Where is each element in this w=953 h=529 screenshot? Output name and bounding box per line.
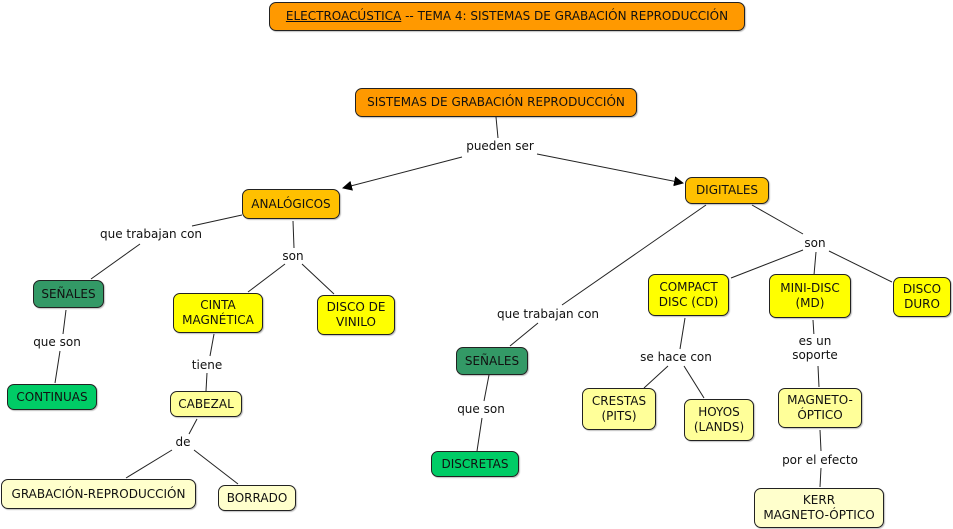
concept-magneto-optico[interactable]: MAGNETO- ÓPTICO [778, 388, 862, 428]
link-label-es-un-soporte: es un soporte [791, 334, 839, 362]
concept-senales-analogicas[interactable]: SEÑALES [33, 280, 104, 308]
link-son-cinta [247, 263, 286, 293]
link-queson-discretas [476, 417, 483, 452]
link-digitales-son [751, 204, 804, 235]
link-analogicos-trabajan [191, 214, 243, 227]
concept-disco-vinilo[interactable]: DISCO DE VINILO [317, 295, 395, 335]
link-queson-continuas [54, 350, 61, 384]
link-sehace-hoyos [683, 365, 705, 399]
link-label-por-el-efecto: por el efecto [781, 453, 859, 467]
link-label-son-digitales: son [803, 236, 827, 250]
link-root-pueden [495, 116, 499, 139]
electroacustica-link[interactable]: ELECTROACÚSTICA [285, 9, 402, 23]
link-cinta-tiene [209, 333, 215, 357]
link-trabajan-senales [90, 243, 141, 280]
concept-compact-disc[interactable]: COMPACT DISC (CD) [648, 274, 729, 316]
concept-disco-duro[interactable]: DISCO DURO [893, 277, 951, 317]
link-analogicos-son [292, 220, 295, 249]
link-digitales-trabajan [561, 204, 707, 306]
concept-cabezal[interactable]: CABEZAL [170, 391, 242, 417]
link-label-de: de [174, 435, 192, 449]
concept-mini-disc[interactable]: MINI-DISC (MD) [769, 274, 851, 318]
concept-digitales[interactable]: DIGITALES [685, 177, 769, 204]
link-label-trabajan-digitales: que trabajan con [495, 307, 601, 321]
link-label-tiene: tiene [190, 358, 224, 372]
concept-discretas[interactable]: DISCRETAS [431, 451, 519, 477]
link-son-md [813, 251, 817, 276]
link-md-soporte [812, 319, 815, 337]
header-title-box: ELECTROACÚSTICA -- TEMA 4: SISTEMAS DE G… [269, 2, 745, 31]
link-label-que-son-digitales: que son [456, 402, 506, 416]
link-senales-queson [62, 309, 67, 335]
link-senales-d-queson [483, 374, 490, 402]
concept-root[interactable]: SISTEMAS DE GRABACIÓN REPRODUCCIÓN [355, 88, 637, 117]
concept-analogicos[interactable]: ANALÓGICOS [242, 189, 340, 219]
concept-hoyos[interactable]: HOYOS (LANDS) [684, 399, 754, 441]
link-tiene-cabezal [205, 372, 208, 392]
link-de-borrado [193, 449, 239, 485]
concept-cinta-magnetica[interactable]: CINTA MAGNÉTICA [173, 293, 263, 333]
concept-crestas[interactable]: CRESTAS (PITS) [582, 388, 656, 430]
link-sehace-crestas [643, 365, 669, 389]
header-title-text: -- TEMA 4: SISTEMAS DE GRABACIÓN REPRODU… [401, 9, 729, 23]
link-label-trabajan-analogicos: que trabajan con [98, 227, 204, 241]
concept-senales-digitales[interactable]: SEÑALES [456, 347, 528, 375]
link-de-grabacion [125, 449, 173, 479]
link-cabezal-de [188, 418, 198, 435]
link-efecto-kerr [819, 467, 822, 488]
link-trabajan-senales-d [509, 322, 539, 347]
link-soporte-magneto [817, 365, 820, 388]
link-pueden-analogicos [342, 156, 463, 191]
link-son-cd [730, 249, 804, 279]
link-label-que-son-analogicos: que son [32, 335, 82, 349]
link-magneto-efecto [819, 429, 822, 452]
link-pueden-digitales [536, 153, 684, 187]
link-son-disco [828, 250, 893, 283]
link-label-se-hace-con: se hace con [639, 350, 713, 364]
concept-continuas[interactable]: CONTINUAS [7, 384, 97, 410]
concept-borrado[interactable]: BORRADO [218, 485, 296, 511]
link-label-son-analogicos: son [281, 249, 305, 263]
link-cd-sehace [679, 317, 686, 350]
concept-kerr[interactable]: KERR MAGNETO-ÓPTICO [754, 488, 884, 528]
link-label-pueden-ser: pueden ser [465, 139, 535, 153]
concept-grabacion-reproduccion[interactable]: GRABACIÓN-REPRODUCCIÓN [1, 479, 196, 509]
link-son-vinilo [301, 263, 335, 295]
